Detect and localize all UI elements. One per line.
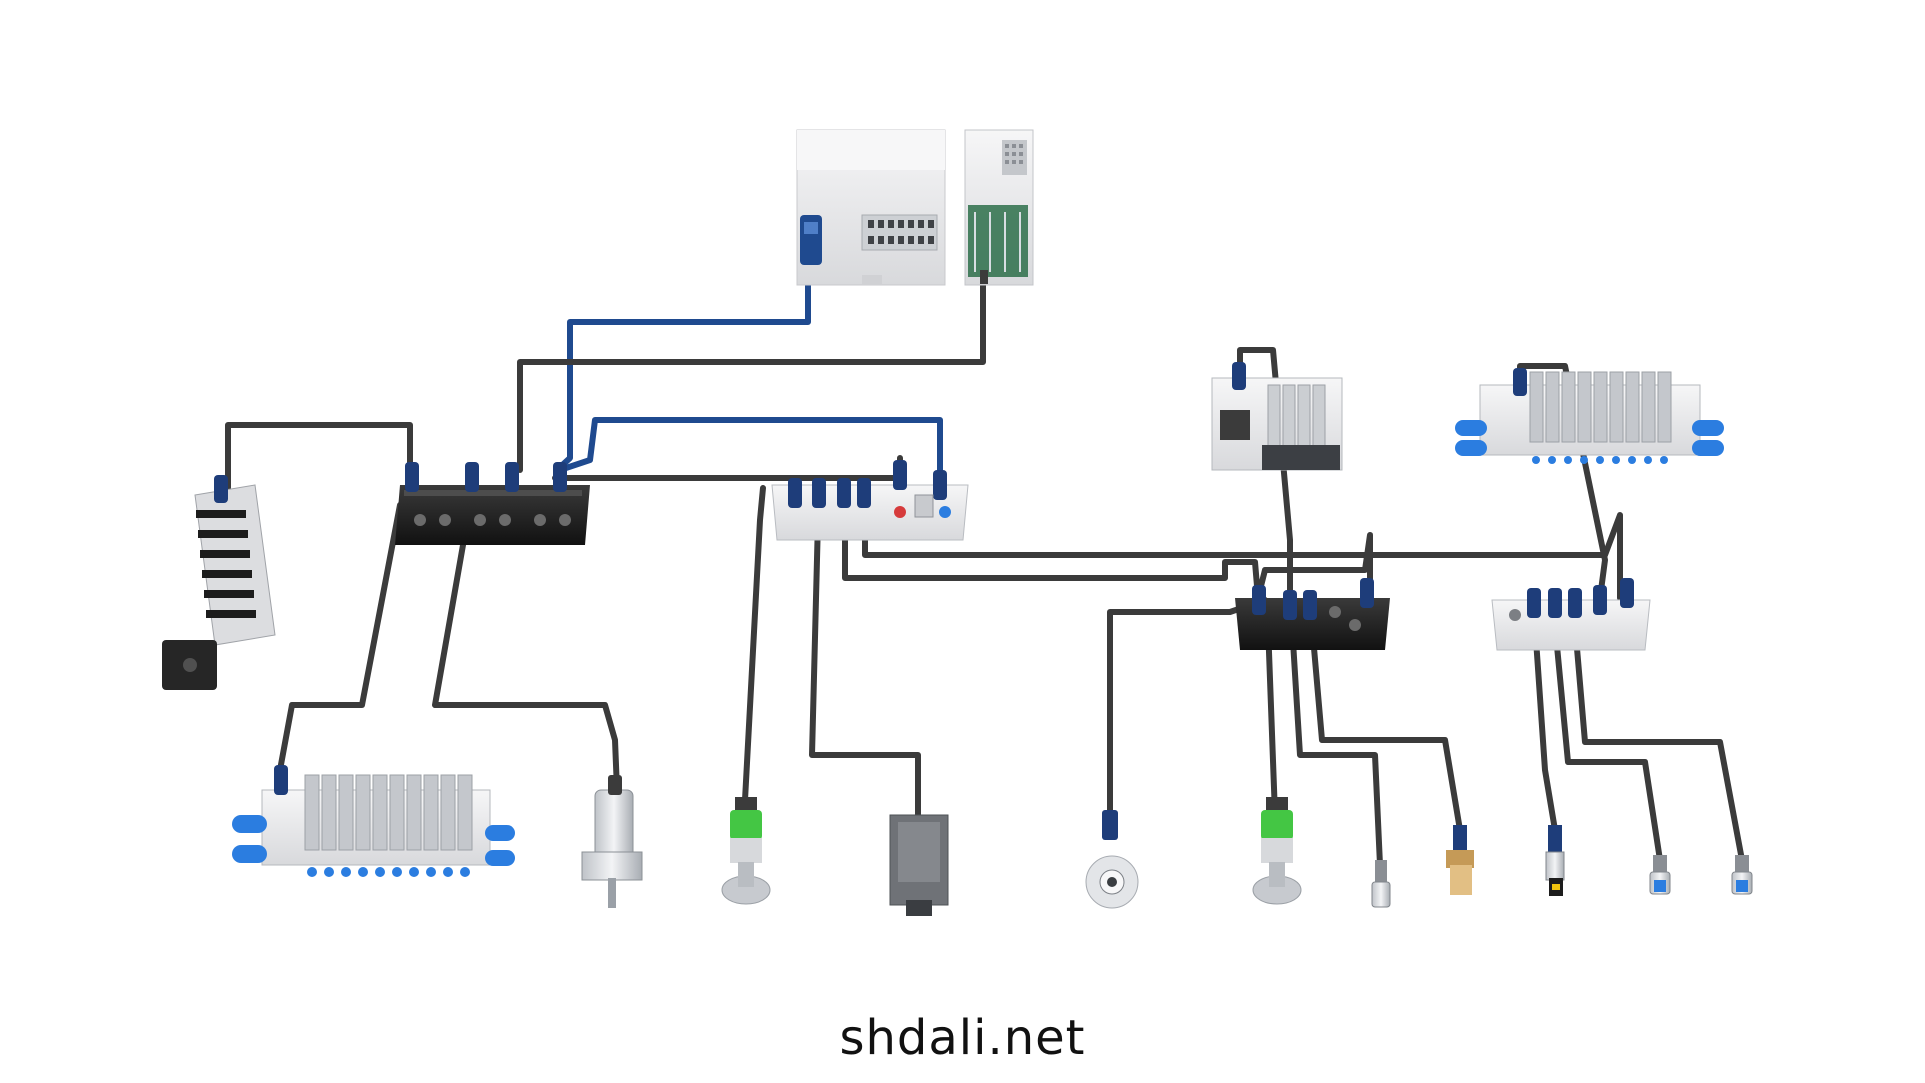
encoder-icon (1085, 810, 1139, 909)
cable-right-hub-to-sensor-1 (1289, 622, 1383, 868)
watermark-text: shdali.net (839, 1010, 1086, 1066)
sensor-icon (1649, 855, 1671, 895)
sensor-icon (1545, 825, 1565, 896)
cable-valve-island-to-right-hub (1237, 347, 1293, 601)
cable-right-hub-to-signal-tower (1265, 622, 1278, 818)
sensor-icon (1731, 855, 1753, 895)
cable-hub-to-cylinder (432, 502, 620, 793)
hub-icon (1491, 578, 1651, 651)
cable-white-hub-to-sensor-4 (1552, 622, 1663, 863)
cable-white-hub-to-sensor-3 (1532, 622, 1558, 833)
sensor-icon (1446, 825, 1474, 895)
signal-tower-icon (1252, 797, 1302, 905)
cable-left-hub-to-center-hub (557, 417, 943, 481)
cable-center-hub-to-signal-tower (742, 485, 766, 803)
hub-icon (395, 462, 590, 545)
signal-tower-icon (721, 797, 771, 905)
valve-manifold-icon (162, 475, 276, 690)
power-box-icon (889, 814, 949, 916)
sensor-icon (1371, 860, 1391, 908)
cable-white-hub-to-sensor-5 (1572, 622, 1745, 863)
valve-manifold-icon (1455, 368, 1724, 464)
cable-hub-to-valve-terminal (277, 502, 403, 773)
hub-icon (1235, 578, 1390, 650)
cable-center-hub-to-right-bus-1 (842, 485, 1261, 601)
rack-icon (964, 129, 1034, 286)
cylinder-icon (581, 775, 643, 908)
plc-icon (796, 129, 946, 286)
cable-hub-to-vertical-valves (225, 422, 413, 491)
cable-center-hub-to-right-bus-2 (862, 485, 1623, 601)
cable-right-hub-loop (1255, 532, 1373, 601)
cable-bus-left-to-center (552, 455, 903, 481)
cable-rack-to-left-hub (517, 267, 986, 473)
hub-icon (771, 460, 969, 541)
cable-plc-to-left-hub (554, 267, 811, 473)
cable-right-hub-to-sensor-2 (1309, 622, 1463, 833)
valve-manifold-icon (232, 765, 515, 877)
valve-manifold-icon (1211, 362, 1343, 471)
